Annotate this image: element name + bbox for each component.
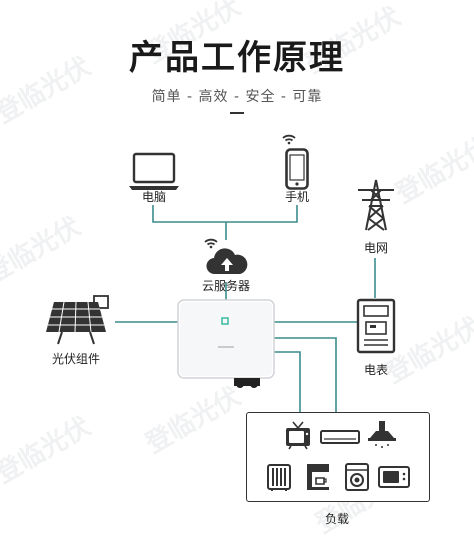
page-title: 产品工作原理 [129,38,345,78]
wifi-icon [204,238,218,249]
washing-machine-icon [345,463,369,491]
phone-icon [285,148,309,190]
power-tower-icon [358,179,394,231]
line-load-a [274,337,337,412]
meter-icon [356,298,396,354]
computer-label: 电脑 [141,190,166,204]
solar-panel-icon [46,295,109,345]
air-conditioner-icon [320,430,360,444]
cloud-label: 云服务器 [201,279,250,293]
tv-icon [286,421,310,450]
line-load-b [274,351,301,412]
heater-icon [267,464,291,491]
range-hood-icon [368,421,396,448]
computer-icon [129,152,179,190]
title-divider [230,112,244,114]
coffee-machine-icon [307,464,329,490]
line-computer [152,205,298,223]
wifi-icon [282,134,296,145]
inverter-device [177,299,275,388]
load-label: 负载 [324,512,349,526]
meter-label: 电表 [363,363,388,377]
page-subtitle: 简单 - 高效 - 安全 - 可靠 [151,89,323,105]
phone-label: 手机 [284,190,309,204]
solar-label: 光伏组件 [51,352,100,366]
cloud-upload-icon [206,248,248,275]
microwave-icon [378,466,410,488]
grid-label: 电网 [363,241,388,255]
